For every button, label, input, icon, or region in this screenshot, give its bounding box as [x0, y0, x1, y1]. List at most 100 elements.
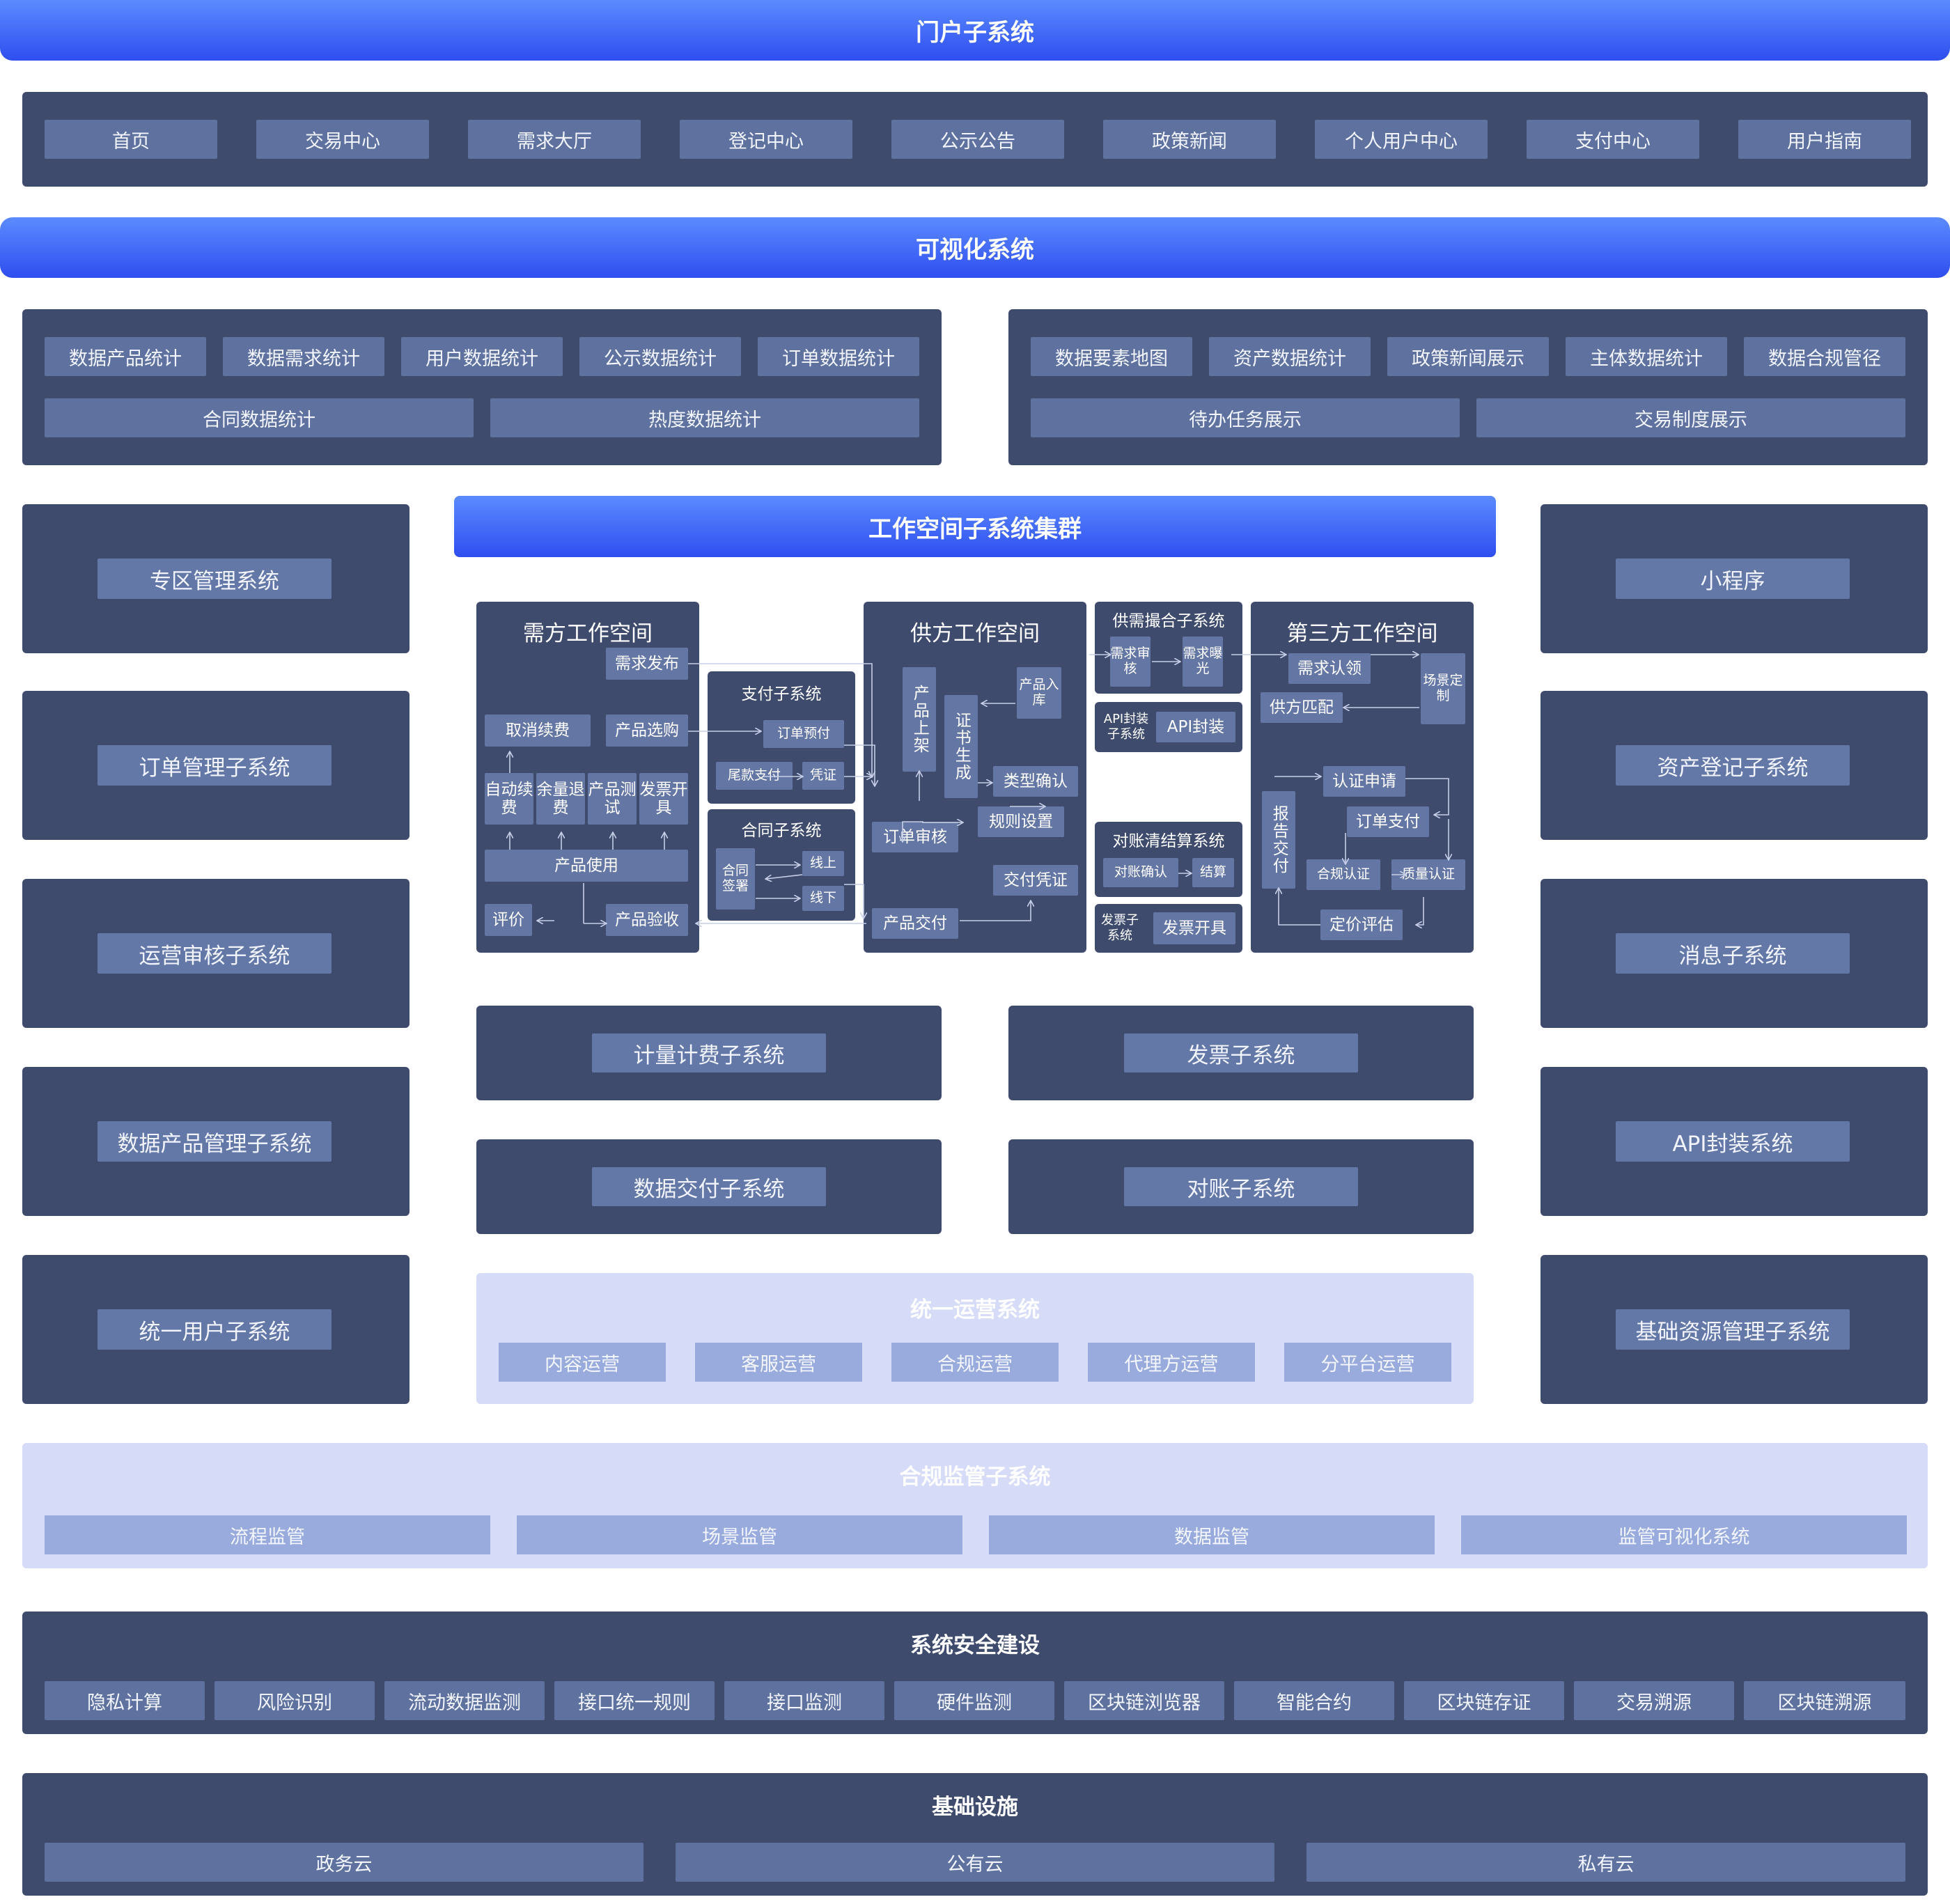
- portal-item-user-guide[interactable]: 用户指南: [1738, 120, 1911, 159]
- ops-customer-service[interactable]: 客服运营: [695, 1343, 862, 1382]
- visual-chip-trade-rules[interactable]: 交易制度展示: [1476, 398, 1905, 437]
- demand-cancel-renewal[interactable]: 取消续费: [485, 715, 591, 747]
- match-review[interactable]: 需求审核: [1110, 637, 1150, 687]
- security-interface-rules[interactable]: 接口统一规则: [554, 1681, 715, 1720]
- zone-mgmt-label[interactable]: 专区管理系统: [98, 559, 332, 599]
- third-apply[interactable]: 认证申请: [1323, 766, 1405, 797]
- compliance-data[interactable]: 数据监管: [989, 1515, 1435, 1554]
- visual-chip-todo-display[interactable]: 待办任务展示: [1031, 398, 1460, 437]
- ops-subplatform[interactable]: 分平台运营: [1284, 1343, 1451, 1382]
- infra-public-cloud[interactable]: 公有云: [676, 1843, 1274, 1882]
- contract-sign[interactable]: 合同签署: [716, 848, 755, 910]
- security-chain-browser[interactable]: 区块链浏览器: [1064, 1681, 1224, 1720]
- compliance-scene[interactable]: 场景监管: [517, 1515, 962, 1554]
- data-product-mgmt-label[interactable]: 数据产品管理子系统: [98, 1121, 332, 1162]
- visual-chip-heat-stats[interactable]: 热度数据统计: [490, 398, 919, 437]
- visual-chip-demand-stats[interactable]: 数据需求统计: [223, 337, 384, 376]
- invoice-label[interactable]: 发票子系统: [1124, 1033, 1358, 1072]
- payment-final[interactable]: 尾款支付: [716, 762, 793, 790]
- third-compliance-cert[interactable]: 合规认证: [1306, 859, 1380, 890]
- recon-confirm[interactable]: 对账确认: [1103, 858, 1178, 887]
- security-smart-contract[interactable]: 智能合约: [1234, 1681, 1394, 1720]
- demand-product-select[interactable]: 产品选购: [606, 715, 688, 747]
- infra-private-cloud[interactable]: 私有云: [1306, 1843, 1905, 1882]
- third-quality-cert[interactable]: 质量认证: [1391, 859, 1465, 890]
- compliance-visual[interactable]: 监管可视化系统: [1461, 1515, 1907, 1554]
- third-claim[interactable]: 需求认领: [1288, 653, 1371, 684]
- supply-delivery-voucher[interactable]: 交付凭证: [993, 865, 1078, 896]
- security-chain-trace[interactable]: 区块链溯源: [1744, 1681, 1905, 1720]
- third-match[interactable]: 供方匹配: [1261, 692, 1343, 723]
- security-privacy-computing[interactable]: 隐私计算: [45, 1681, 205, 1720]
- payment-prepay[interactable]: 订单预付: [763, 720, 844, 748]
- supply-delivery[interactable]: 产品交付: [872, 908, 958, 939]
- supply-storage[interactable]: 产品入库: [1017, 667, 1061, 719]
- supply-order-review[interactable]: 订单审核: [872, 822, 958, 852]
- visual-chip-policy-display[interactable]: 政策新闻展示: [1387, 337, 1549, 376]
- demand-product-use[interactable]: 产品使用: [485, 850, 688, 882]
- infra-gov-cloud[interactable]: 政务云: [45, 1843, 644, 1882]
- contract-offline[interactable]: 线下: [802, 886, 844, 911]
- portal-item-announcement[interactable]: 公示公告: [891, 120, 1064, 159]
- security-trade-trace[interactable]: 交易溯源: [1574, 1681, 1734, 1720]
- security-interface-monitor[interactable]: 接口监测: [724, 1681, 884, 1720]
- security-hardware-monitor[interactable]: 硬件监测: [894, 1681, 1054, 1720]
- order-mgmt-label[interactable]: 订单管理子系统: [98, 745, 332, 786]
- portal-item-registration[interactable]: 登记中心: [680, 120, 852, 159]
- supply-cert[interactable]: 证书生成: [944, 695, 978, 798]
- ops-compliance[interactable]: 合规运营: [891, 1343, 1059, 1382]
- reconciliation-label[interactable]: 对账子系统: [1124, 1167, 1358, 1206]
- data-delivery-label[interactable]: 数据交付子系统: [592, 1167, 826, 1206]
- visual-chip-entity-stats[interactable]: 主体数据统计: [1566, 337, 1727, 376]
- metering-billing-label[interactable]: 计量计费子系统: [592, 1033, 826, 1072]
- ops-content[interactable]: 内容运营: [499, 1343, 666, 1382]
- visual-chip-publicity-stats[interactable]: 公示数据统计: [579, 337, 741, 376]
- visual-chip-order-stats[interactable]: 订单数据统计: [758, 337, 919, 376]
- third-pricing[interactable]: 定价评估: [1320, 910, 1403, 940]
- left-block-unified-user: 统一用户子系统: [22, 1255, 410, 1404]
- mini-program-label[interactable]: 小程序: [1616, 559, 1850, 599]
- security-risk-identify[interactable]: 风险识别: [214, 1681, 375, 1720]
- api-wrap[interactable]: API封装: [1156, 712, 1235, 742]
- recon-settle[interactable]: 结算: [1192, 858, 1234, 887]
- demand-refund[interactable]: 余量退费: [536, 773, 585, 825]
- invoice-issue[interactable]: 发票开具: [1153, 912, 1235, 944]
- match-expose[interactable]: 需求曝光: [1183, 637, 1223, 687]
- visual-chip-asset-stats[interactable]: 资产数据统计: [1209, 337, 1371, 376]
- security-flow-monitor[interactable]: 流动数据监测: [384, 1681, 545, 1720]
- portal-item-policy-news[interactable]: 政策新闻: [1103, 120, 1276, 159]
- compliance-process[interactable]: 流程监管: [45, 1515, 490, 1554]
- demand-auto-renew[interactable]: 自动续费: [485, 773, 533, 825]
- payment-voucher[interactable]: 凭证: [802, 762, 844, 790]
- visual-chip-user-stats[interactable]: 用户数据统计: [401, 337, 563, 376]
- visual-chip-compliance-path[interactable]: 数据合规管径: [1744, 337, 1905, 376]
- supply-rule[interactable]: 规则设置: [978, 806, 1064, 837]
- portal-item-demand-hall[interactable]: 需求大厅: [468, 120, 641, 159]
- supply-type-confirm[interactable]: 类型确认: [993, 766, 1078, 797]
- demand-review[interactable]: 评价: [485, 904, 532, 936]
- visual-chip-element-map[interactable]: 数据要素地图: [1031, 337, 1192, 376]
- demand-invoice[interactable]: 发票开具: [639, 773, 688, 825]
- third-custom[interactable]: 场景定制: [1421, 653, 1465, 724]
- security-chain-evidence[interactable]: 区块链存证: [1404, 1681, 1564, 1720]
- third-report[interactable]: 报告交付: [1262, 791, 1295, 889]
- asset-registration-label[interactable]: 资产登记子系统: [1616, 745, 1850, 786]
- ops-review-label[interactable]: 运营审核子系统: [98, 933, 332, 974]
- visual-chip-contract-stats[interactable]: 合同数据统计: [45, 398, 474, 437]
- ops-agent[interactable]: 代理方运营: [1088, 1343, 1255, 1382]
- third-pay[interactable]: 订单支付: [1347, 806, 1429, 837]
- portal-item-payment-center[interactable]: 支付中心: [1527, 120, 1699, 159]
- demand-product-test[interactable]: 产品测试: [588, 773, 637, 825]
- visual-chip-product-stats[interactable]: 数据产品统计: [45, 337, 206, 376]
- supply-listing[interactable]: 产品上架: [903, 667, 936, 772]
- demand-accept[interactable]: 产品验收: [606, 904, 688, 936]
- demand-publish[interactable]: 需求发布: [606, 648, 688, 680]
- portal-item-user-center[interactable]: 个人用户中心: [1315, 120, 1488, 159]
- portal-item-home[interactable]: 首页: [45, 120, 217, 159]
- base-resource-label[interactable]: 基础资源管理子系统: [1616, 1309, 1850, 1350]
- unified-user-label[interactable]: 统一用户子系统: [98, 1309, 332, 1350]
- portal-item-trade[interactable]: 交易中心: [256, 120, 429, 159]
- message-label[interactable]: 消息子系统: [1616, 933, 1850, 974]
- contract-online[interactable]: 线上: [802, 851, 844, 876]
- api-wrap-label[interactable]: API封装系统: [1616, 1121, 1850, 1162]
